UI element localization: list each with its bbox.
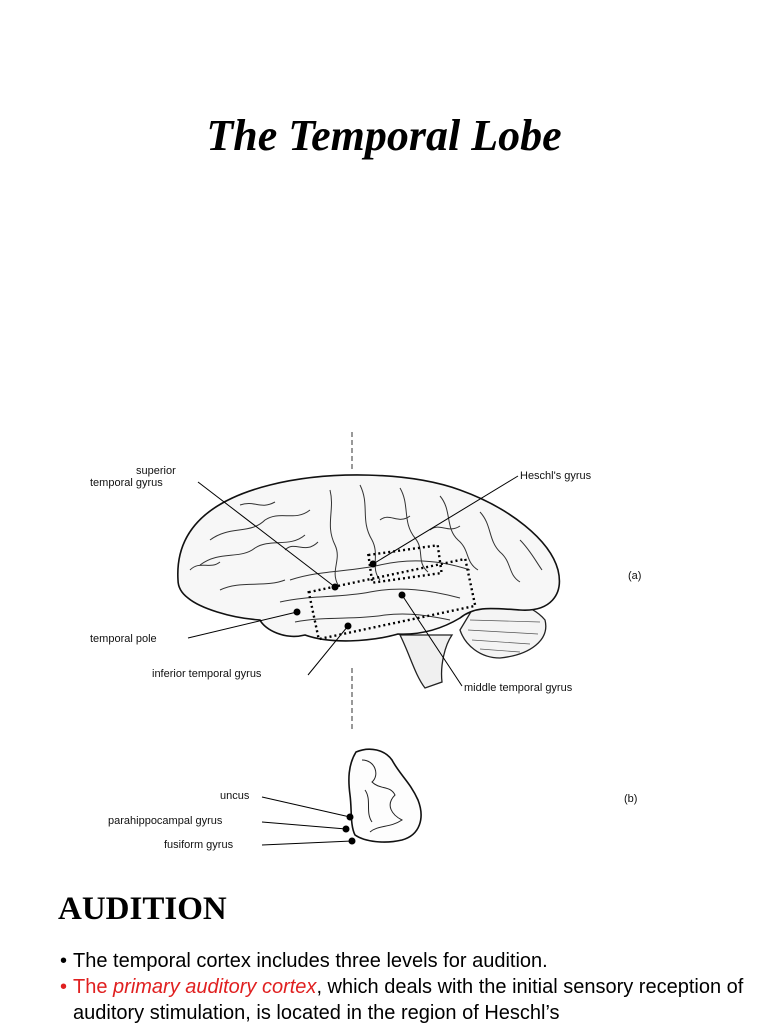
bullet-text-1: The temporal cortex includes three level… bbox=[73, 950, 548, 972]
label-fusiform-gyrus: fusiform gyrus bbox=[164, 839, 234, 851]
brain-illustration bbox=[177, 432, 561, 846]
bullet-text-2-term: primary auditory cortex bbox=[113, 976, 317, 998]
audition-bullet-list: • The temporal cortex includes three lev… bbox=[60, 948, 760, 1026]
label-temporal-pole: temporal pole bbox=[90, 633, 157, 645]
leader-lines-b bbox=[261, 796, 353, 846]
leader-lines-a bbox=[187, 475, 519, 687]
section-heading-audition: AUDITION bbox=[58, 891, 227, 927]
bullet-dot: • bbox=[60, 950, 68, 972]
bullet-text-2-rest: , which deals with the initial sensory r… bbox=[73, 976, 744, 1024]
label-superior-line2: temporal gyrus bbox=[90, 477, 163, 489]
label-middle-temporal-gyrus: middle temporal gyrus bbox=[464, 682, 573, 694]
bullet-item-2: • The primary auditory cortex, which dea… bbox=[60, 974, 760, 1026]
bullet-item-1: • The temporal cortex includes three lev… bbox=[60, 948, 760, 974]
label-panel-a: (a) bbox=[628, 570, 642, 582]
slide-title: The Temporal Lobe bbox=[206, 111, 562, 160]
bullet-text-2-prefix: The bbox=[73, 976, 114, 998]
label-parahippocampal-gyrus: parahippocampal gyrus bbox=[108, 815, 223, 827]
temporal-region-outline bbox=[307, 557, 477, 641]
label-superior-line1: superior bbox=[136, 465, 176, 477]
label-panel-b: (b) bbox=[624, 793, 638, 805]
label-heschls-gyrus: Heschl's gyrus bbox=[520, 470, 592, 482]
gyri-pattern bbox=[189, 484, 543, 623]
label-inferior-temporal-gyrus: inferior temporal gyrus bbox=[152, 668, 262, 680]
bullet-dot: • bbox=[60, 976, 68, 998]
label-uncus: uncus bbox=[220, 790, 250, 802]
coronal-section bbox=[348, 748, 422, 843]
brain-figure: superior temporal gyrus Heschl's gyrus (… bbox=[80, 430, 660, 851]
brain-stem bbox=[398, 634, 454, 689]
